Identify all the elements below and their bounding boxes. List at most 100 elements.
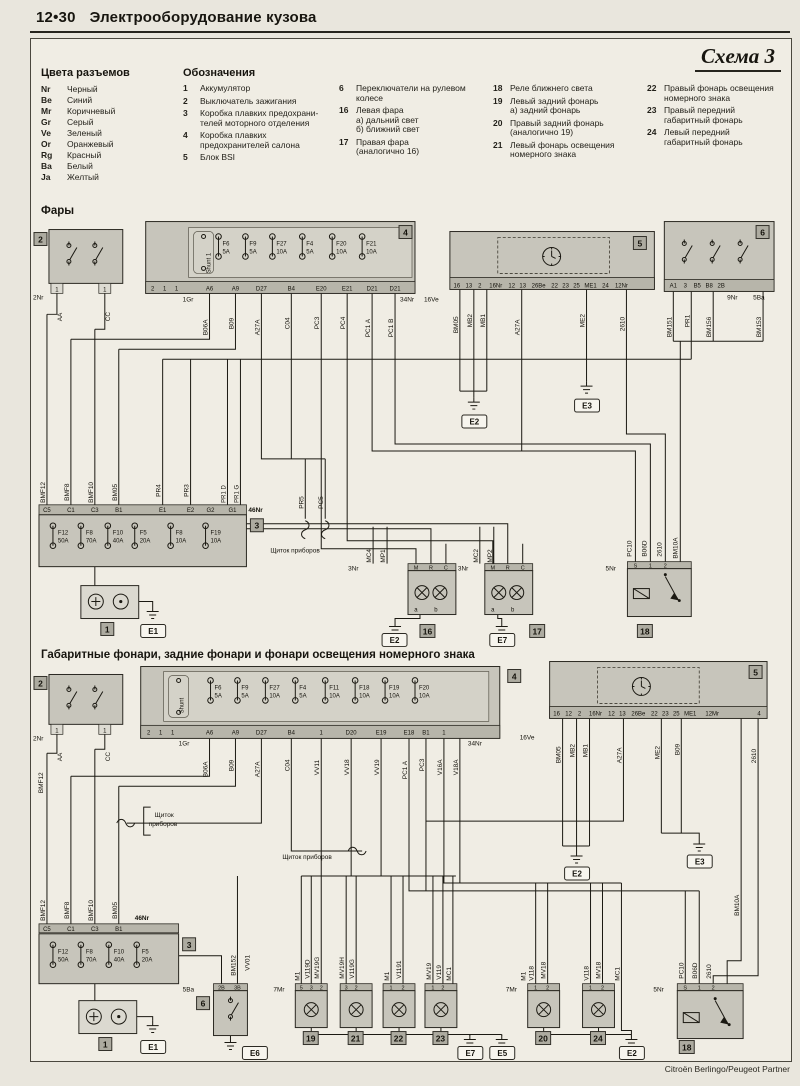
footer-credit: Citroën Berlingo/Peugeot Partner [664,1064,790,1074]
color-row: Gr Серый [41,117,181,128]
diagram-label: BM05 [112,484,119,501]
diagram-label: 3B [234,986,241,992]
diagram-label: 16Nr [589,711,602,717]
ground-tag: E7 [489,632,516,647]
diagram-label: D21 [367,286,379,292]
diagram-label: 13 [519,283,526,289]
diagram-label: AA [57,752,64,761]
diagram-label: M1 [294,971,301,980]
ground-tag: E2 [461,414,488,429]
svg-text:E1: E1 [148,1043,158,1052]
color-name: Желтый [67,172,99,182]
diagram-label: 12 [565,711,572,717]
diagram-label: 2 [664,564,667,570]
diagram-label: PC1 A [402,760,409,779]
diagram-label: 5Nr [653,987,664,994]
diagram-label: F27 [269,685,280,691]
diagram-label: PC5 [318,496,325,509]
color-list: Nr Черный Be Синий Mr Коричневый Gr [41,84,181,183]
diagram-label: 2B [218,986,225,992]
diagram-label: C3 [91,927,99,933]
component-tag: 2 [38,678,43,688]
diagram-label: a [491,608,495,614]
designations-title: Обозначения [183,67,256,79]
diagram-label: A27A [616,747,623,764]
diagram-label: Shunt [180,697,186,713]
diagram-label: AA [57,312,64,321]
designation-text: Коробка плавких предохранителей салона [200,130,300,150]
color-code: Mr [41,106,52,116]
diagram-label: G1 [228,508,237,514]
component-tag: 3 [187,940,192,950]
component-tag: 1 [105,624,110,634]
diagram-label: 5Ba [753,294,765,301]
diagram-label: A6 [206,286,214,292]
component-tag: 5 [638,238,643,248]
diagram-label: 24 [602,283,609,289]
diagram-label: C04 [284,759,291,771]
diagram-label: BMF10 [88,482,95,503]
diagram-label: A1 [670,283,678,289]
diagram-label: 5A [299,693,306,699]
diagram-label: BM151 [666,316,673,337]
diagram-label: 12Mr [705,711,719,717]
diagram-label: PR4 [156,484,163,497]
diagram-label: F8 [86,950,94,956]
color-code: Rg [41,150,53,160]
diagram-label: Shunt 1 [207,252,213,273]
scheme-title: Схема 3 [695,44,781,72]
diagram-label: F27 [276,241,287,247]
designation-number: 6 [339,83,344,93]
diagram-label: C1 [67,508,75,514]
diagram-label: 2 [401,986,404,992]
diagram-label: MC1 [446,967,453,981]
color-name: Зеленый [67,128,102,138]
diagram-label: B1 [115,927,123,933]
diagram-label: V119D [304,959,311,979]
diagram-label: BM05 [112,902,119,919]
diagram-label: B4 [288,730,296,736]
diagram-label: 1 [320,730,324,736]
svg-text:E2: E2 [627,1049,637,1058]
diagram-label: 2 [441,986,444,992]
diagram-label: 7Mr [506,987,518,994]
section-title-position-lamps: Габаритные фонари, задние фонари и фонар… [41,649,475,661]
diagram-label: 5A [249,249,256,255]
diagram-label: 3 [310,986,313,992]
diagram-label: F6 [222,241,230,247]
diagram-label: MP1 [380,549,387,563]
diagram-label: 1 [390,986,393,992]
diagram-label: C [444,566,448,572]
diagram-label: PC10 [678,962,685,979]
diagram-label: 1 [175,286,179,292]
diagram-label: Щиток приборов [270,547,320,555]
designation-number: 17 [339,136,349,147]
ground-symbol [495,1034,509,1048]
ground-symbol [388,621,402,634]
diagram-label: F9 [241,685,249,691]
diagram-label: F5 [142,950,150,956]
right-front-position-lamp: 23 [424,983,458,1046]
diagram-label: 50A [58,539,69,545]
diagram-label: V18A [453,759,460,776]
diagram-label: MB1 [583,744,590,758]
diagram-label: 25 [573,283,580,289]
ground-symbol [495,621,509,634]
diagram-label: E1 [159,508,167,514]
diagram-label: 2610 [619,316,626,331]
diagram-label: 34Nr [468,740,483,747]
designation-text: Переключатели на рулевом колесе [356,83,466,103]
page-number: 12•30 [36,9,76,26]
diagram-label: VV01 [244,954,251,970]
diagram-label: a [414,608,418,614]
diagram-label: R [429,566,433,572]
diagram-label: PR1 [684,314,691,327]
diagram-label: F12 [58,531,69,537]
diagram-label: 5Ba [183,987,195,994]
diagram-label: MC2 [473,549,480,563]
designation-text: Правый задний фонарь (аналогично 19) [510,117,604,137]
